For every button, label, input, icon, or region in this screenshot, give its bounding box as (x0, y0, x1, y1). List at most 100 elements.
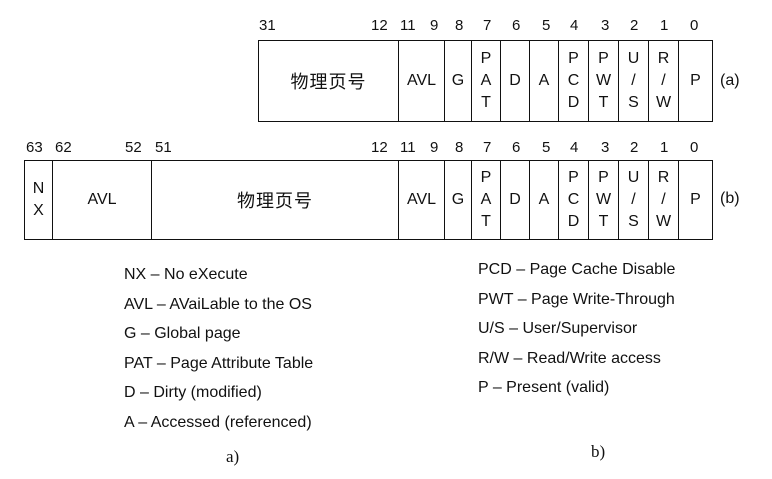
bit-number: 9 (430, 139, 439, 156)
field-letter: X (33, 202, 44, 219)
us-field: U / S (619, 41, 649, 121)
bit-number: 5 (542, 17, 551, 34)
legend-entry: P – Present (valid) (478, 379, 610, 396)
caption-left: a) (226, 447, 240, 466)
d-field: D (501, 161, 530, 239)
legend-entry: D – Dirty (modified) (124, 384, 262, 401)
bit-number: 3 (601, 17, 610, 34)
legend-entry: AVL – AVaiLable to the OS (124, 295, 312, 313)
legend-entry: PWT – Page Write-Through (478, 290, 675, 308)
bit-number: 9 (430, 17, 439, 34)
bit-number: 1 (660, 17, 669, 34)
field-letter: D (567, 94, 580, 111)
avl-high-field: AVL (53, 161, 152, 239)
field-letter: R (657, 169, 670, 186)
page-frame-number-field: 物理页号 (152, 161, 399, 239)
bit-number: 11 (400, 17, 416, 34)
field-letter: A (480, 72, 492, 89)
g-field: G (445, 41, 472, 121)
p-field: P (690, 191, 701, 208)
bit-number: 12 (371, 17, 388, 34)
bit-number: 4 (570, 139, 579, 156)
bit-number: 0 (690, 139, 699, 156)
bit-number: 11 (400, 139, 416, 156)
bit-number: 12 (371, 139, 388, 156)
field-letter: W (655, 94, 672, 111)
bit-number: 6 (512, 17, 521, 34)
a-field: A (530, 161, 559, 239)
bit-number: 8 (455, 139, 464, 156)
field-letter: P (480, 50, 492, 67)
p-field: P (690, 72, 701, 89)
page-table-entry-64bit: N X AVL 物理页号 AVL G P A T D A P C D P W T… (24, 160, 713, 240)
field-letter: T (598, 213, 609, 230)
avl-field: AVL (399, 41, 445, 121)
bit-number: 52 (125, 139, 142, 156)
legend-entry: NX – No eXecute (124, 266, 248, 283)
us-field: U / S (619, 161, 649, 239)
legend-left: NX – No eXecute AVL – AVaiLable to the O… (124, 260, 313, 437)
bit-number: 63 (26, 139, 43, 156)
rw-field: R / W (649, 161, 679, 239)
pwt-field: P W T (589, 161, 619, 239)
field-letter: W (655, 213, 672, 230)
bit-number: 7 (483, 17, 492, 34)
bit-number: 6 (512, 139, 521, 156)
legend-entry: R/W – Read/Write access (478, 349, 661, 367)
bit-number: 4 (570, 17, 579, 34)
nx-field: N X (25, 161, 53, 239)
legend-entry: G – Global page (124, 325, 241, 342)
bit-number: 8 (455, 17, 464, 34)
legend-right: PCD – Page Cache Disable PWT – Page Writ… (478, 255, 675, 403)
field-letter: P (568, 50, 579, 67)
field-letter: / (631, 191, 636, 208)
page-table-entry-32bit: 物理页号 AVL G P A T D A P C D P W T U / S R… (258, 40, 713, 122)
field-letter: C (567, 72, 580, 89)
field-letter: W (595, 191, 612, 208)
rw-field: R / W (649, 41, 679, 121)
legend-entry: A – Accessed (referenced) (124, 413, 312, 431)
pat-field: P A T (472, 161, 501, 239)
legend-entry: PAT – Page Attribute Table (124, 354, 314, 372)
bit-number: 62 (55, 139, 72, 156)
bit-number: 51 (155, 139, 172, 156)
bit-number: 2 (630, 17, 639, 34)
d-field: D (501, 41, 530, 121)
caption-right: b) (591, 442, 606, 461)
pwt-field: P W T (589, 41, 619, 121)
field-letter: / (661, 72, 666, 89)
g-field: G (445, 161, 472, 239)
field-letter: U (627, 169, 640, 186)
bit-number: 3 (601, 139, 610, 156)
field-letter: T (598, 94, 609, 111)
row-a-tag: (a) (720, 72, 740, 89)
legend-entry: U/S – User/Supervisor (478, 320, 638, 337)
field-letter: W (595, 72, 612, 89)
bit-number: 0 (690, 17, 699, 34)
page-frame-number-field: 物理页号 (259, 41, 399, 121)
field-letter: D (567, 213, 580, 230)
row-b-tag: (b) (720, 190, 740, 207)
field-letter: N (32, 180, 45, 197)
bit-number: 31 (259, 17, 276, 34)
bit-number: 2 (630, 139, 639, 156)
field-letter: S (628, 94, 639, 111)
pcd-field: P C D (559, 41, 589, 121)
field-letter: P (480, 169, 492, 186)
legend-entry: PCD – Page Cache Disable (478, 261, 676, 278)
field-letter: / (661, 191, 666, 208)
bit-number: 7 (483, 139, 492, 156)
avl-field: AVL (399, 161, 445, 239)
field-letter: P (568, 169, 579, 186)
field-letter: P (598, 169, 609, 186)
field-letter: T (481, 213, 491, 230)
bit-number: 1 (660, 139, 669, 156)
a-field: A (530, 41, 559, 121)
field-letter: A (480, 191, 492, 208)
field-letter: T (481, 94, 491, 111)
field-letter: S (628, 213, 639, 230)
field-letter: / (631, 72, 636, 89)
field-letter: R (657, 50, 670, 67)
pat-field: P A T (472, 41, 501, 121)
pcd-field: P C D (559, 161, 589, 239)
